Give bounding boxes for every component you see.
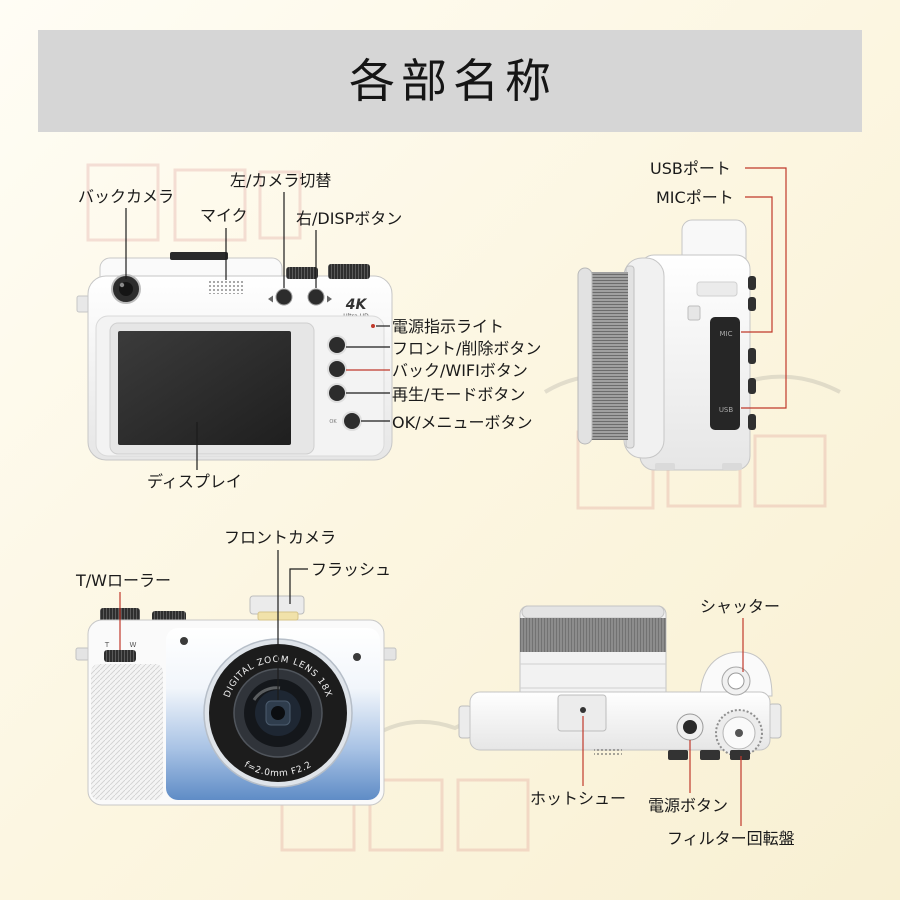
back-dial-left <box>286 267 318 279</box>
label-mic: マイク <box>200 206 248 225</box>
leader-usb-port <box>741 167 787 409</box>
front-af-light <box>353 653 361 661</box>
label-ok-menu-button: OK/メニューボタン <box>392 413 532 432</box>
camera-side-view: MIC USB USBポート MICポート <box>577 159 787 471</box>
filter-dial-center <box>735 729 743 737</box>
side-foot-2 <box>722 463 742 470</box>
side-button-2 <box>748 297 756 311</box>
front-delete-button <box>329 337 345 353</box>
front-strap-lug-left <box>75 647 90 661</box>
leader-flash <box>289 568 308 604</box>
left-arrow-icon <box>268 295 273 303</box>
label-hot-shoe: ホットシュー <box>530 789 626 808</box>
right-arrow-icon <box>327 295 332 303</box>
back-dial-right <box>328 264 370 279</box>
power-indicator-light <box>371 324 375 328</box>
label-flash: フラッシュ <box>311 560 391 579</box>
back-wifi-button <box>329 361 345 377</box>
hot-shoe <box>557 694 607 732</box>
side-port-panel <box>710 317 740 430</box>
label-filter-dial: フィルター回転盤 <box>667 829 795 848</box>
page-title: 各部名称 <box>349 54 557 108</box>
side-button-3 <box>748 348 756 364</box>
top-strap-lug-left <box>458 705 472 739</box>
power-button <box>683 720 697 734</box>
label-mic-port: MICポート <box>656 188 734 207</box>
side-lens-front-rim <box>577 267 593 445</box>
mic-grille <box>207 281 245 294</box>
label-play-mode-button: 再生/モードボタン <box>392 385 525 404</box>
side-button-5 <box>748 414 756 430</box>
label-power-button: 電源ボタン <box>648 796 728 815</box>
top-foot-3 <box>730 750 750 760</box>
front-dial-right <box>152 611 186 622</box>
badge-4k: 4K <box>345 297 368 313</box>
top-foot-2 <box>700 750 720 760</box>
hot-shoe-contact <box>580 707 586 713</box>
camera-top-view: シャッター ホットシュー 電源ボタン フィルター回転盤 <box>458 597 795 848</box>
front-sensor <box>180 637 188 645</box>
side-strap-lug <box>687 305 701 321</box>
front-strap-lug-right <box>382 647 397 661</box>
shutter-button <box>727 672 745 690</box>
front-grip <box>91 664 163 800</box>
label-tw-roller: T/Wローラー <box>75 571 171 590</box>
lens-center <box>271 706 285 720</box>
label-power-indicator: 電源指示ライト <box>392 317 504 336</box>
label-display: ディスプレイ <box>147 472 242 491</box>
title-banner: 各部名称 <box>38 30 862 132</box>
front-lens: DIGITAL ZOOM LENS 18X f=2.0mm F2.2 <box>203 638 353 788</box>
front-flash-housing <box>249 595 305 615</box>
title-banner-bg <box>38 30 862 132</box>
label-front-delete-button: フロント/削除ボタン <box>392 339 541 358</box>
camera-front-view: T W DIGITAL ZOOM LENS 18X f=2.0mm F2.2 T… <box>75 528 397 806</box>
tw-w-print: W <box>130 641 137 649</box>
top-foot-1 <box>668 750 688 760</box>
port-mic-print: MIC <box>720 330 733 338</box>
side-lens-ribbed-barrel <box>588 272 628 440</box>
top-speaker <box>594 749 622 755</box>
label-front-camera: フロントカメラ <box>224 528 336 547</box>
ok-menu-button <box>344 413 360 429</box>
play-mode-button <box>329 385 345 401</box>
label-right-disp-button: 右/DISPボタン <box>296 209 402 228</box>
ok-key-print: OK <box>329 419 337 425</box>
port-usb-print: USB <box>719 406 734 414</box>
side-top-slot <box>696 281 738 297</box>
display-screen <box>118 331 291 445</box>
side-foot-1 <box>655 463 675 470</box>
label-shutter: シャッター <box>700 597 780 616</box>
back-camera-glint <box>119 282 125 288</box>
back-strap-lug <box>76 295 90 313</box>
camera-back-view: 4K Ultra HD OK バックカメラ マイク 左/カメラ切替 右/DISP… <box>76 171 541 491</box>
label-left-camera-switch: 左/カメラ切替 <box>230 171 331 190</box>
tw-roller <box>104 650 136 662</box>
tw-t-print: T <box>104 641 110 649</box>
label-usb-port: USBポート <box>650 159 731 178</box>
leader-mic-port <box>741 196 773 333</box>
side-button-4 <box>748 378 756 394</box>
side-button-1 <box>748 276 756 290</box>
label-back-camera: バックカメラ <box>78 187 174 206</box>
back-flash-top <box>170 252 228 260</box>
left-camera-switch-button <box>275 288 293 306</box>
top-lens-rim <box>521 605 665 619</box>
top-strap-lug-right <box>768 703 782 739</box>
right-disp-button <box>307 288 325 306</box>
label-back-wifi-button: バック/WIFIボタン <box>392 361 528 380</box>
top-lens-ribbed-band <box>520 618 666 652</box>
